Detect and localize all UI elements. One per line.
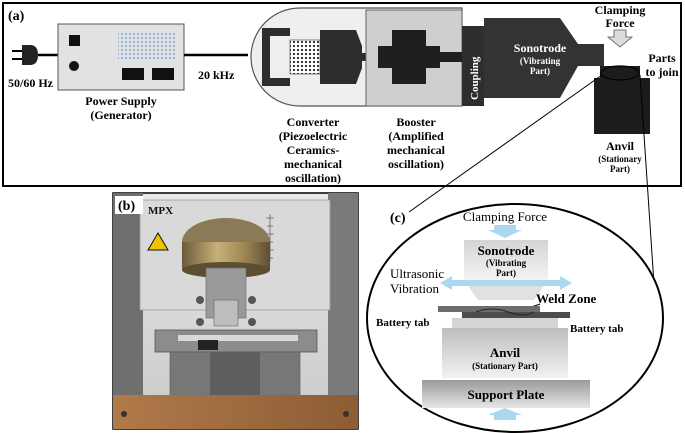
converter-title: Converter xyxy=(287,115,340,129)
sonotrode-c-sub1: (Vibrating xyxy=(486,258,527,268)
brand-label: MPX xyxy=(148,205,173,217)
support-plate xyxy=(422,380,590,408)
ultrasonic-label: Ultrasonic xyxy=(390,266,444,281)
coupling xyxy=(462,26,484,106)
booster xyxy=(365,9,463,107)
anvil-top xyxy=(600,66,640,78)
warning-icon xyxy=(147,232,169,251)
panel-a-label: (a) xyxy=(8,9,25,24)
sonotrode-block xyxy=(464,240,548,280)
mains-plug-icon xyxy=(12,45,58,65)
converter-line4: mechanical xyxy=(284,157,343,171)
anvil-c-sub: (Stationary Part) xyxy=(472,361,538,371)
panel-c: (c) Clamping Force Sonotrode (Vibrating … xyxy=(366,203,664,433)
vibration-label: Vibration xyxy=(390,281,440,296)
panel-a: (a) 50/60 Hz Power Supply (Generator) 20… xyxy=(2,2,682,187)
zoom-guide-right xyxy=(639,74,657,315)
panel-b-label: (b) xyxy=(118,199,135,214)
zoom-guide-left xyxy=(408,74,603,213)
power-supply-title: Power Supply xyxy=(85,94,156,108)
sonotrode-title: Sonotrode xyxy=(514,41,567,55)
panel-c-label: (c) xyxy=(390,211,406,226)
battery-tab-right-label: Battery tab xyxy=(570,323,623,335)
sonotrode-sub2: Part) xyxy=(530,66,550,76)
booster-line2: (Amplified xyxy=(388,129,444,143)
weld-region-marker xyxy=(600,65,640,81)
support-plate-label: Support Plate xyxy=(468,387,545,402)
sonotrode-c-title: Sonotrode xyxy=(478,243,535,258)
weld-zone-label: Weld Zone xyxy=(536,291,597,306)
weld-seam xyxy=(475,308,535,316)
clamping-force-label: Clamping Force xyxy=(463,209,547,224)
sonotrode-sub1: (Vibrating xyxy=(520,56,561,66)
converter-line3: Ceramics- xyxy=(287,143,340,157)
anvil-sub1: (Stationary xyxy=(598,154,642,164)
clamping-arrow-icon xyxy=(606,29,634,48)
anvil-c-title: Anvil xyxy=(490,345,521,360)
anvil-c-top xyxy=(452,318,558,328)
battery-tab-lower xyxy=(462,312,570,318)
clamping-down-arrow-icon xyxy=(488,225,522,238)
clamping-force-title-2: Force xyxy=(605,16,635,30)
power-supply-unit xyxy=(57,23,185,91)
vibration-double-arrow-icon xyxy=(440,276,572,290)
anvil-sub2: Part) xyxy=(610,164,630,174)
booster-line3: mechanical xyxy=(387,143,446,157)
parts-label-2: to join xyxy=(646,65,679,79)
panel-b-label-bg xyxy=(115,196,143,214)
mains-frequency-label: 50/60 Hz xyxy=(8,76,54,90)
frequency-label: 20 kHz xyxy=(198,68,235,82)
panel-b-photo: MPX (b) xyxy=(112,192,359,430)
booster-line4: oscillation) xyxy=(388,157,444,171)
power-supply-subtitle: (Generator) xyxy=(90,108,151,122)
anvil-title: Anvil xyxy=(606,139,635,153)
booster-title: Booster xyxy=(396,115,436,129)
support-up-arrow-icon xyxy=(488,408,522,420)
parts-label: Parts xyxy=(648,51,676,65)
sonotrode-c-sub2: Part) xyxy=(496,268,516,278)
clamping-force-title: Clamping xyxy=(595,3,646,17)
converter-line2: (Piezoelectric xyxy=(279,129,348,143)
battery-tab-left-label: Battery tab xyxy=(376,317,429,329)
sonotrode xyxy=(484,18,604,98)
converter-line5: oscillation) xyxy=(285,171,341,185)
coupling-label: Coupling xyxy=(469,56,481,100)
anvil-c-block xyxy=(442,328,568,378)
